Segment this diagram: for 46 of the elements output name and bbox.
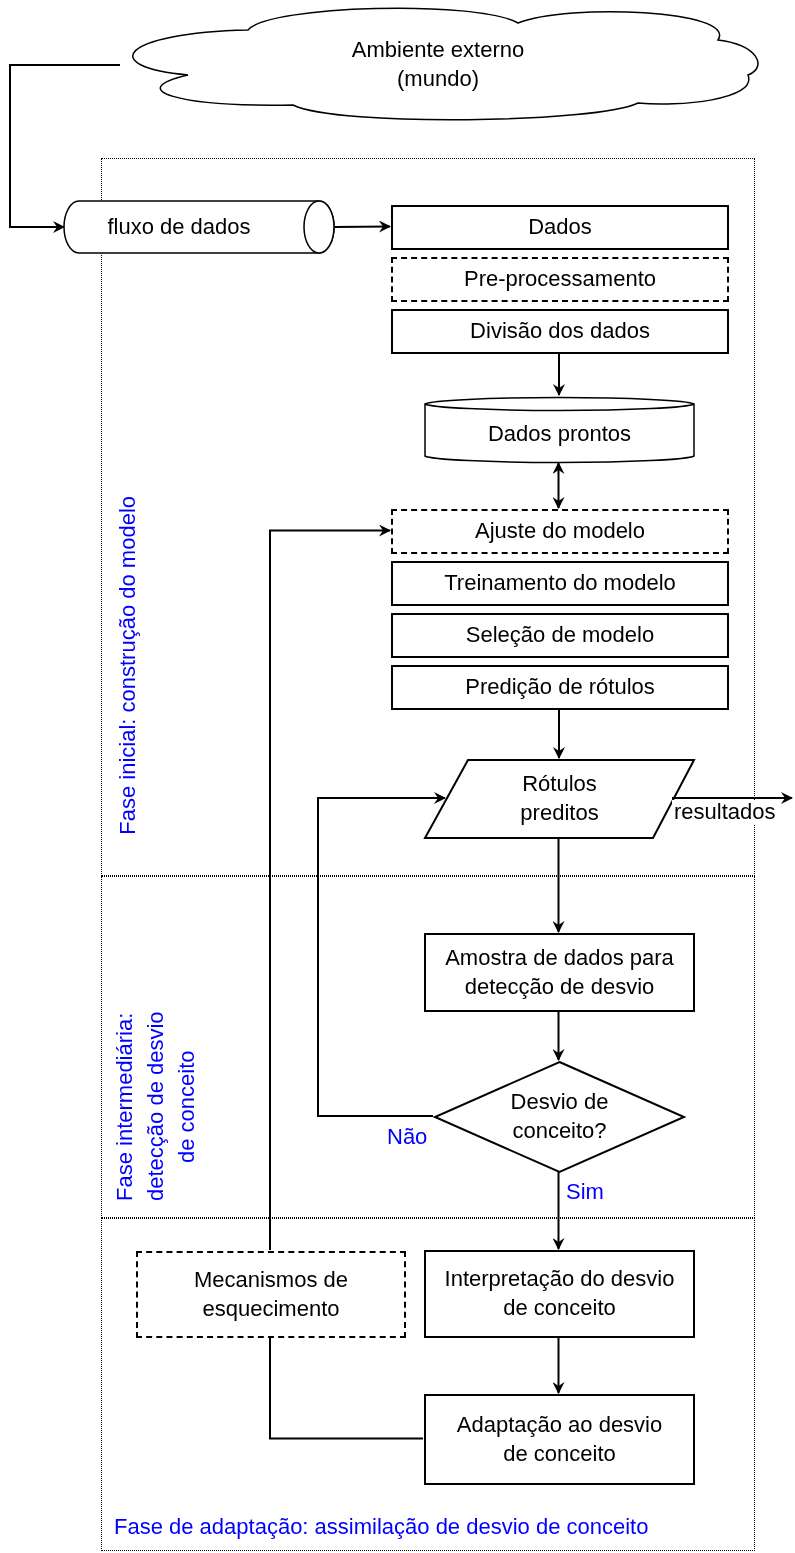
node-label: Mecanismos de esquecimento (192, 1265, 350, 1323)
connector-line (269, 1336, 424, 1440)
node-label: Adaptação ao desvio de conceito (455, 1410, 664, 1468)
node-label: Desvio de conceito? (509, 1088, 610, 1145)
arrow (552, 837, 565, 933)
node-label: Ambiente externo (mundo) (350, 36, 526, 93)
edge-label: resultados (672, 800, 778, 825)
arrow (9, 64, 121, 233)
process-box (136, 1251, 406, 1338)
node-label: Pre-processamento (464, 265, 656, 294)
arrow (317, 792, 446, 1117)
node-label: Ajuste do modelo (475, 517, 645, 546)
node-label: Treinamento do modelo (444, 569, 676, 598)
process-box (424, 1394, 695, 1485)
node-label: Predição de rótulos (465, 673, 655, 702)
node-label: Dados (528, 213, 592, 242)
phase-label: Fase intermediária: detecção de desvio de conceito (111, 1010, 200, 1204)
arrow (552, 462, 565, 509)
node-label: fluxo de dados (107, 212, 251, 241)
node-label: Interpretação do desvio de conceito (444, 1265, 675, 1322)
arrow (552, 1336, 565, 1394)
arrow (269, 524, 391, 1251)
node-label: Seleção de modelo (465, 621, 655, 650)
process-box (391, 665, 729, 710)
phase-label: Fase de adaptação: assimilação de desvio de conceito (114, 1513, 649, 1542)
arrow (333, 220, 391, 233)
process-box (391, 613, 729, 658)
phase-label: Fase inicial: construção do modelo (114, 496, 141, 835)
process-box (424, 1250, 695, 1338)
process-box (391, 309, 729, 354)
phase-region (101, 1218, 755, 1551)
process-box (391, 257, 729, 302)
arrow (552, 1171, 565, 1250)
arrow (553, 708, 565, 759)
arrow (552, 1010, 565, 1061)
node-label: Divisão dos dados (470, 317, 650, 346)
arrow (553, 352, 565, 396)
node-label: Amostra de dados para detecção de desvio (444, 943, 675, 1001)
arrow (671, 792, 793, 804)
node-label: Dados prontos (487, 419, 632, 448)
process-box (424, 933, 695, 1012)
node-label: Rótulos preditos (519, 770, 600, 827)
process-box (391, 509, 729, 554)
process-box (391, 205, 729, 250)
phase-region (101, 876, 755, 1218)
process-box (391, 561, 729, 606)
